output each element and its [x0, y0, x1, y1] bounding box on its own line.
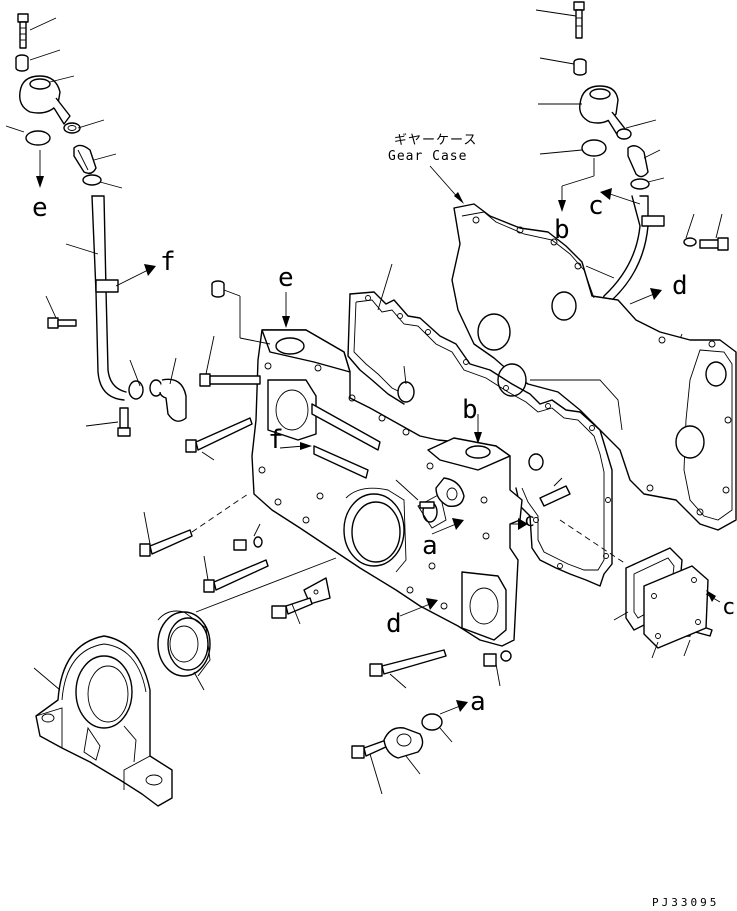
plug-right — [528, 453, 544, 471]
arrow-to-a-lower — [439, 700, 468, 715]
dowel-pin-right — [539, 477, 571, 507]
arrow-to-d — [629, 288, 662, 305]
hose-clamp-right-top — [616, 128, 632, 140]
tube-clip-bolt-left — [47, 317, 77, 329]
bolt-long-lower — [203, 555, 269, 593]
tube-clip-washer-right — [683, 237, 697, 247]
breather-gasket-left — [25, 130, 51, 146]
breather-hose-right — [627, 145, 649, 178]
arrow-to-b — [558, 158, 595, 212]
breather-bolt-left — [17, 13, 29, 49]
inspection-cover-plate: c — [559, 519, 735, 659]
breather-body-left — [19, 75, 71, 125]
left-breather-assembly: e f — [5, 13, 187, 437]
bolt-long-middle — [139, 493, 249, 557]
tube-clip-bolt-right — [699, 237, 729, 251]
ref-label-c-cover: c — [524, 510, 535, 531]
ref-label-f-left: f — [160, 247, 176, 277]
breather-bushing-right — [573, 58, 587, 76]
crankshaft-oil-seal — [157, 557, 337, 691]
bolt-washer-bottom — [483, 650, 512, 687]
bolt-upper-left — [199, 335, 261, 387]
ref-label-b-right: b — [554, 215, 570, 245]
ref-label-c-plate: c — [722, 595, 735, 620]
breather-hose-left — [73, 144, 97, 175]
ref-label-e-left: e — [32, 193, 48, 223]
front-cover-gasket — [347, 263, 613, 587]
ref-label-a-lower: a — [470, 687, 486, 717]
breather-tube-left — [91, 195, 127, 401]
bolt-flange-lower — [271, 597, 313, 625]
flange-lower — [383, 727, 424, 775]
loose-bolt-left — [117, 407, 131, 437]
breather-gasket-right — [581, 139, 607, 157]
ref-label-d-right: d — [672, 271, 688, 301]
crankshaft-seal-boss — [343, 487, 407, 573]
leader-lines-left — [5, 17, 177, 427]
lower-flange-assembly: a — [351, 687, 486, 795]
ref-label-f-cover: f — [268, 425, 284, 455]
hose-clamp-left-top — [63, 122, 81, 134]
dowel-pins — [211, 280, 571, 507]
front-cover: e b f a d c — [251, 263, 535, 647]
gear-case-label-jp: ギヤーケース — [394, 133, 477, 148]
bolt-washer-middle — [233, 523, 263, 551]
ref-label-c-right: c — [588, 191, 604, 221]
breather-body-right — [579, 85, 627, 137]
ref-label-e-cover: e — [278, 263, 294, 293]
arrow-to-c — [600, 188, 641, 205]
gear-case-label-en: Gear Case — [388, 149, 467, 164]
ref-label-d-cover: d — [386, 609, 402, 639]
flange-gasket-lower — [421, 713, 453, 743]
breather-tube-end-hose-left — [128, 378, 187, 422]
plug-top — [211, 280, 271, 345]
breather-bushing-left — [15, 54, 29, 72]
drawing-code: PJ33095 — [652, 896, 719, 909]
ref-label-a-cover: a — [422, 531, 438, 561]
arrow-to-f — [115, 264, 156, 287]
ref-label-b-cover: b — [462, 395, 478, 425]
hose-clamp-right-bottom — [630, 178, 650, 190]
bolt-long-bottom — [369, 649, 447, 689]
hose-clamp-left-bottom — [82, 174, 102, 186]
front-engine-mount — [33, 635, 173, 807]
bolt-small-mid — [395, 479, 435, 509]
arrow-to-e — [36, 150, 44, 188]
flange-bolt-lower — [351, 739, 389, 795]
bolt-long-upper — [185, 417, 253, 461]
breather-bolt-right — [573, 1, 585, 39]
